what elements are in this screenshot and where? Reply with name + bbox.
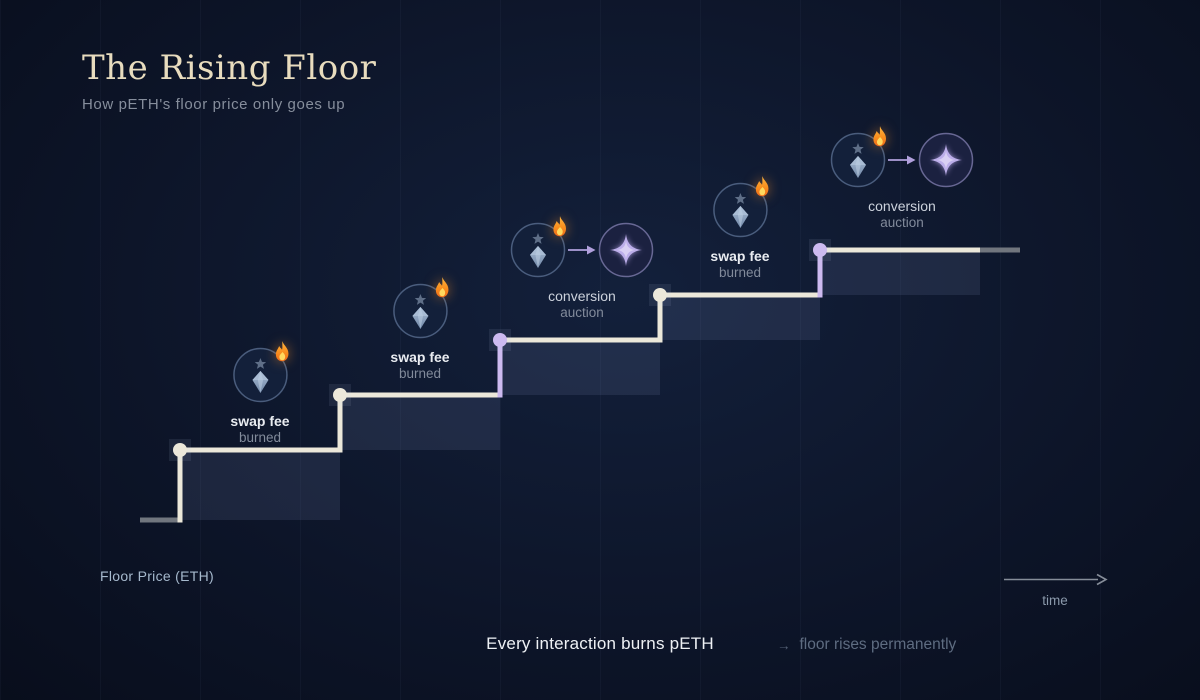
burn-token-icon xyxy=(510,216,566,278)
gem-icon xyxy=(251,371,268,393)
event-group-conversion-2: conversion auction xyxy=(830,126,974,231)
event-group-swap-3: swap fee burned xyxy=(710,176,770,281)
time-axis: time xyxy=(1000,573,1110,608)
flame-icon xyxy=(873,126,886,147)
gem-icon xyxy=(850,156,866,178)
right-arrow-icon: → xyxy=(777,637,791,653)
time-arrow-icon xyxy=(1004,573,1108,586)
time-axis-label: time xyxy=(1042,593,1068,608)
conversion-arrow-icon xyxy=(888,155,916,165)
event-group-conversion-1: conversion auction xyxy=(510,216,654,321)
peth-token-icon xyxy=(232,347,288,403)
peth-token-icon xyxy=(392,283,448,339)
footer-secondary-text: → floor rises permanently xyxy=(777,636,956,654)
event-label: conversion xyxy=(548,288,616,304)
gem-icon xyxy=(530,246,546,268)
event-label: swap fee xyxy=(230,413,290,429)
event-sublabel: burned xyxy=(718,265,762,281)
event-group-swap-2: swap fee burned xyxy=(390,277,450,382)
flame-icon xyxy=(553,216,566,237)
burn-token-icon xyxy=(392,277,448,339)
event-label: swap fee xyxy=(710,248,770,264)
star-icon xyxy=(254,358,266,369)
star-icon xyxy=(532,233,544,244)
event-group-swap-1: swap fee burned xyxy=(230,341,290,446)
star-icon xyxy=(734,193,746,204)
burn-token-icon xyxy=(830,126,886,188)
event-sublabel: auction xyxy=(880,215,924,231)
event-sublabel: burned xyxy=(398,366,442,382)
page-subtitle: How pETH's floor price only goes up xyxy=(82,96,346,113)
event-sublabel: auction xyxy=(560,305,604,321)
star-icon xyxy=(414,294,426,305)
burn-token-icon xyxy=(712,176,768,238)
burn-token-icon xyxy=(232,341,288,403)
star-icon xyxy=(852,143,864,154)
peth-token-icon xyxy=(510,222,566,278)
conversion-arrow-icon xyxy=(568,245,596,255)
footer-primary-text: Every interaction burns pETH xyxy=(486,634,714,653)
event-label: swap fee xyxy=(390,349,450,365)
gem-icon xyxy=(411,307,428,329)
gem-icon xyxy=(731,206,748,228)
conversion-icon-row xyxy=(510,216,654,278)
footer-secondary-label: floor rises permanently xyxy=(799,636,957,653)
event-label: conversion xyxy=(868,198,936,214)
sparkle-auction-icon xyxy=(598,222,654,278)
flame-icon xyxy=(275,341,288,362)
page-title: The Rising Floor xyxy=(82,48,377,88)
sparkle-auction-icon xyxy=(918,132,974,188)
conversion-icon-row xyxy=(830,126,974,188)
flame-icon xyxy=(755,176,768,197)
flame-icon xyxy=(435,277,448,298)
y-axis-label: Floor Price (ETH) xyxy=(100,568,214,584)
event-sublabel: burned xyxy=(238,430,282,446)
peth-token-icon xyxy=(712,182,768,238)
peth-token-icon xyxy=(830,132,886,188)
